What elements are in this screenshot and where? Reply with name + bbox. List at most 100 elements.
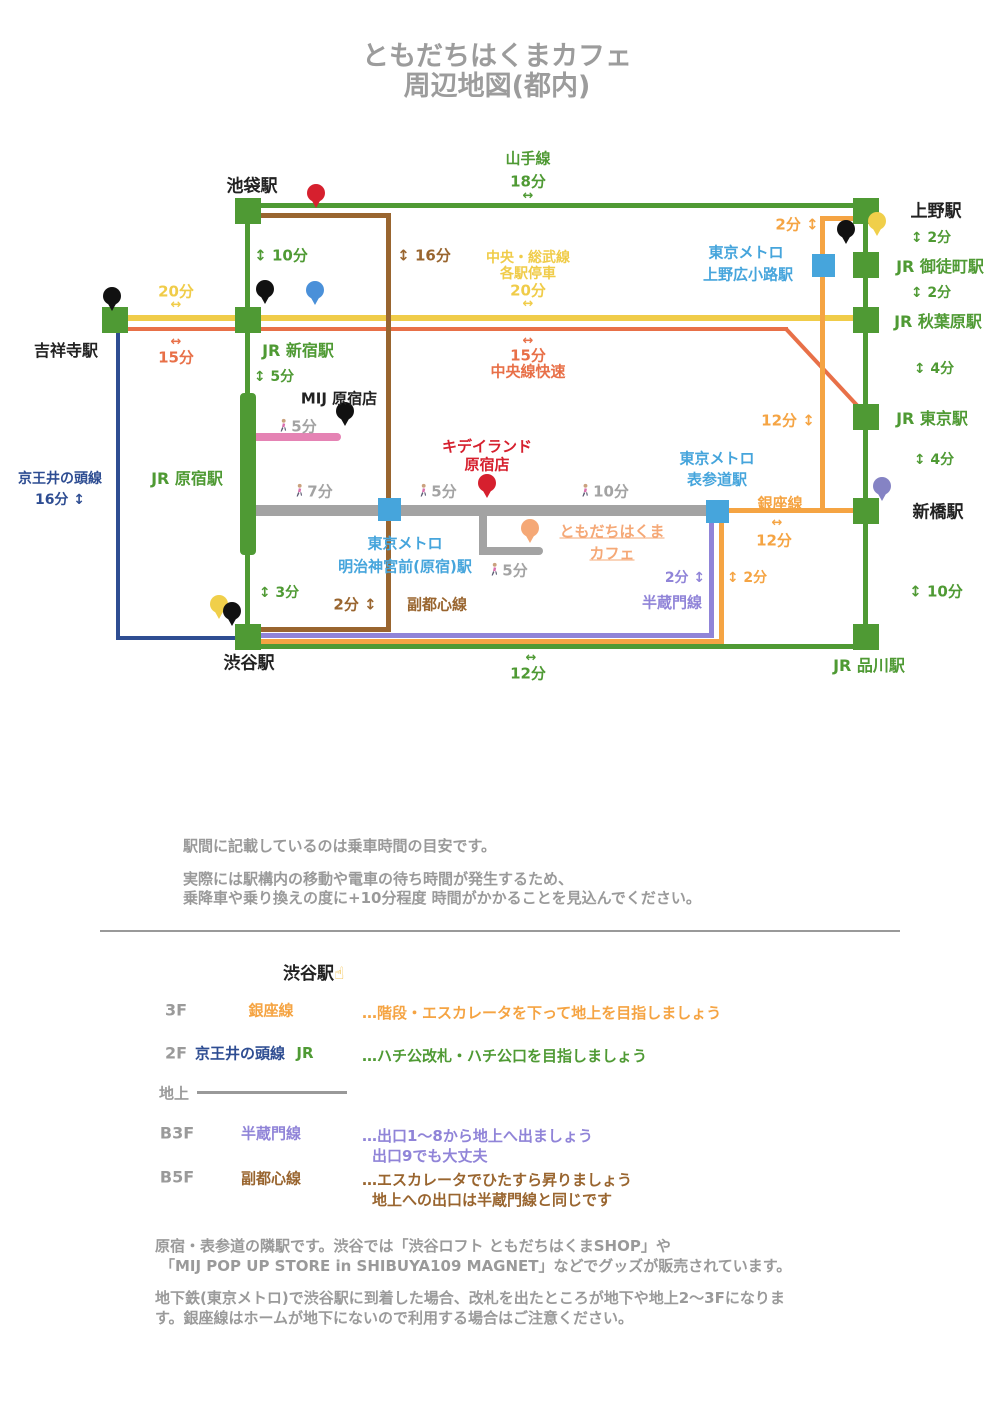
note-line-1: 駅間に記載しているのは乗車時間の目安です。 (183, 837, 497, 855)
time-chuo: 15分 (510, 346, 546, 365)
station-label-shibuya: 渋谷駅 (223, 653, 275, 674)
floor-2f-desc: …ハチ公改札・ハチ公口を目指しましょう (362, 1047, 648, 1065)
time-shinjuku-harajuku: ↕ 5分 (253, 369, 295, 385)
line-label-sobu-2: 各駅停車 (500, 266, 556, 282)
station-label-akihabara: JR 秋葉原駅 (894, 312, 982, 331)
station-marker-shinjuku (235, 307, 261, 333)
walk-time-omotesando: 10分 (579, 481, 629, 502)
walk-time-meiji: 7分 (293, 481, 333, 502)
hanzomon-line-v (709, 518, 714, 638)
map-pin-mij-black (336, 402, 354, 426)
ginza-line-north-v (820, 216, 825, 512)
map-pin-ikebukuro-red (307, 184, 325, 208)
floor-3f-desc: …階段・エスカレータを下って地上を目指しましょう (362, 1004, 722, 1022)
station-label-shinjuku: JR 新宿駅 (262, 341, 334, 360)
walk-route-mij (251, 433, 341, 441)
time-hanzomon: 2分 ↕ (664, 570, 706, 586)
floor-label-3f: 3F (164, 1000, 188, 1020)
station-label-ikebukuro: 池袋駅 (226, 176, 278, 197)
station-label-ueno: 上野駅 (910, 201, 962, 222)
arrow-chuo: ↔ (522, 333, 534, 349)
floor-label-ground: 地上 (158, 1084, 190, 1103)
footer-line-1: 原宿・表参道の隣駅です。渋谷では「渋谷ロフト ともだちはくまSHOP」や (155, 1237, 671, 1255)
fukutoshin-line-v (386, 213, 391, 632)
ginza-line-ueno-h (820, 216, 865, 221)
chuo-sobu-line (115, 315, 866, 321)
walk-icon (420, 483, 427, 497)
station-marker-tokyo (853, 404, 879, 430)
arrow-ginza-mid: ↔ (771, 515, 783, 531)
keio-inokashira-line-h (116, 636, 241, 640)
fukutoshin-line-bottom (253, 627, 391, 632)
yamanote-line-south (248, 644, 866, 649)
walk-time-cafe-text: 5分 (502, 561, 528, 580)
floor-b5f-desc-2: 地上への出口は半蔵門線と同じです (372, 1191, 613, 1209)
arrow-sobu: ↔ (522, 296, 534, 312)
time-ginza-south: ↕ 2分 (726, 570, 768, 586)
station-label-tokyo: JR 東京駅 (896, 409, 968, 428)
arrow-yamanote: ↔ (522, 188, 534, 204)
walk-time-omotesando-text: 10分 (593, 482, 629, 501)
walk-icon (296, 483, 303, 497)
station-label-meiji-jingumae-2: 明治神宮前(原宿)駅 (338, 557, 472, 576)
station-marker-okachimachi (853, 252, 879, 278)
station-label-omotesando-1: 東京メトロ (679, 449, 755, 468)
walk-icon (280, 418, 287, 432)
floor-3f-line-ginza: 銀座線 (248, 1001, 294, 1020)
station-marker-shibuya (235, 624, 261, 650)
chuo-rapid-line (115, 327, 788, 331)
walk-route-cafe-v (479, 510, 487, 555)
station-label-meiji-jingumae-1: 東京メトロ (367, 534, 443, 553)
floor-label-2f: 2F (164, 1043, 188, 1063)
chuo-rapid-line-diagonal (784, 327, 866, 415)
time-ueno-okachimachi: ↕ 2分 (910, 230, 952, 246)
line-label-sobu-1: 中央・総武線 (486, 250, 570, 266)
time-yamanote-top: 18分 (510, 172, 546, 191)
time-fukutoshin-north: ↕ 16分 (397, 246, 451, 265)
floor-2f-line-keio: 京王井の頭線 (194, 1044, 286, 1063)
arrow-shibuya-shinagawa: ↔ (525, 650, 537, 666)
floor-2f-line-jr: JR (296, 1044, 314, 1062)
map-pin-ueno-yellow (868, 212, 886, 236)
walk-time-kiddyland-text: 5分 (431, 482, 457, 501)
floor-b5f-desc-1: …エスカレータでひたすら昇りましょう (362, 1171, 633, 1189)
floor-label-b5f: B5F (159, 1167, 195, 1187)
ginza-line-south-v (719, 511, 724, 644)
time-fukutoshin-south: 2分 ↕ (333, 595, 377, 614)
time-sobu: 20分 (510, 281, 546, 300)
walk-time-mij-text: 5分 (291, 417, 317, 436)
time-kichijoji-sobu: 20分 (158, 282, 194, 301)
line-label-hanzomon: 半蔵門線 (641, 593, 703, 612)
fukutoshin-line-top (253, 213, 391, 218)
page-title-line1: ともだちはくまカフェ (362, 41, 632, 72)
station-marker-meiji-jingumae (378, 498, 401, 521)
poi-label-kiddyland-1: キデイランド (441, 437, 533, 456)
footer-line-2: 「MIJ POP UP STORE in SHIBUYA109 MAGNET」な… (160, 1257, 792, 1275)
time-shimbashi-shinagawa: ↕ 10分 (909, 582, 963, 601)
arrow-kichijoji-chuo: ↔ (170, 334, 182, 350)
time-kichijoji-chuo: 15分 (158, 348, 194, 367)
walk-route-cafe-h (479, 547, 543, 555)
time-akihabara-tokyo: ↕ 4分 (913, 361, 955, 377)
map-pin-shinjuku-blue (306, 281, 324, 305)
poi-label-cafe-1: ともだちはくま (559, 522, 665, 541)
station-label-ueno-hirokoji-2: 上野広小路駅 (702, 265, 794, 284)
floor-b3f-desc-1: …出口1〜8から地上へ出ましょう (362, 1127, 593, 1145)
walk-time-mij: 5分 (277, 416, 317, 437)
line-label-chuo-rapid: 中央線快速 (490, 362, 566, 381)
line-label-keio: 京王井の頭線 (18, 471, 102, 487)
walk-icon (582, 483, 588, 497)
poi-label-kiddyland-2: 原宿店 (464, 455, 510, 474)
walk-icon (491, 562, 498, 576)
ginza-line-mid-h (717, 508, 865, 513)
station-marker-ikebukuro (235, 198, 261, 224)
map-pin-shinjuku-black (256, 280, 274, 304)
floor-b5f-line-fukutoshin: 副都心線 (240, 1169, 302, 1188)
station-label-okachimachi: JR 御徒町駅 (896, 257, 984, 276)
note-line-3: 乗降車や乗り換えの度に+10分程度 時間がかかることを見込んでください。 (183, 889, 701, 907)
station-label-kichijoji: 吉祥寺駅 (33, 341, 99, 360)
map-pin-shimbashi-purple (873, 477, 891, 501)
station-label-shimbashi: 新橋駅 (912, 502, 964, 523)
map-pin-kiddyland-red (478, 474, 496, 498)
